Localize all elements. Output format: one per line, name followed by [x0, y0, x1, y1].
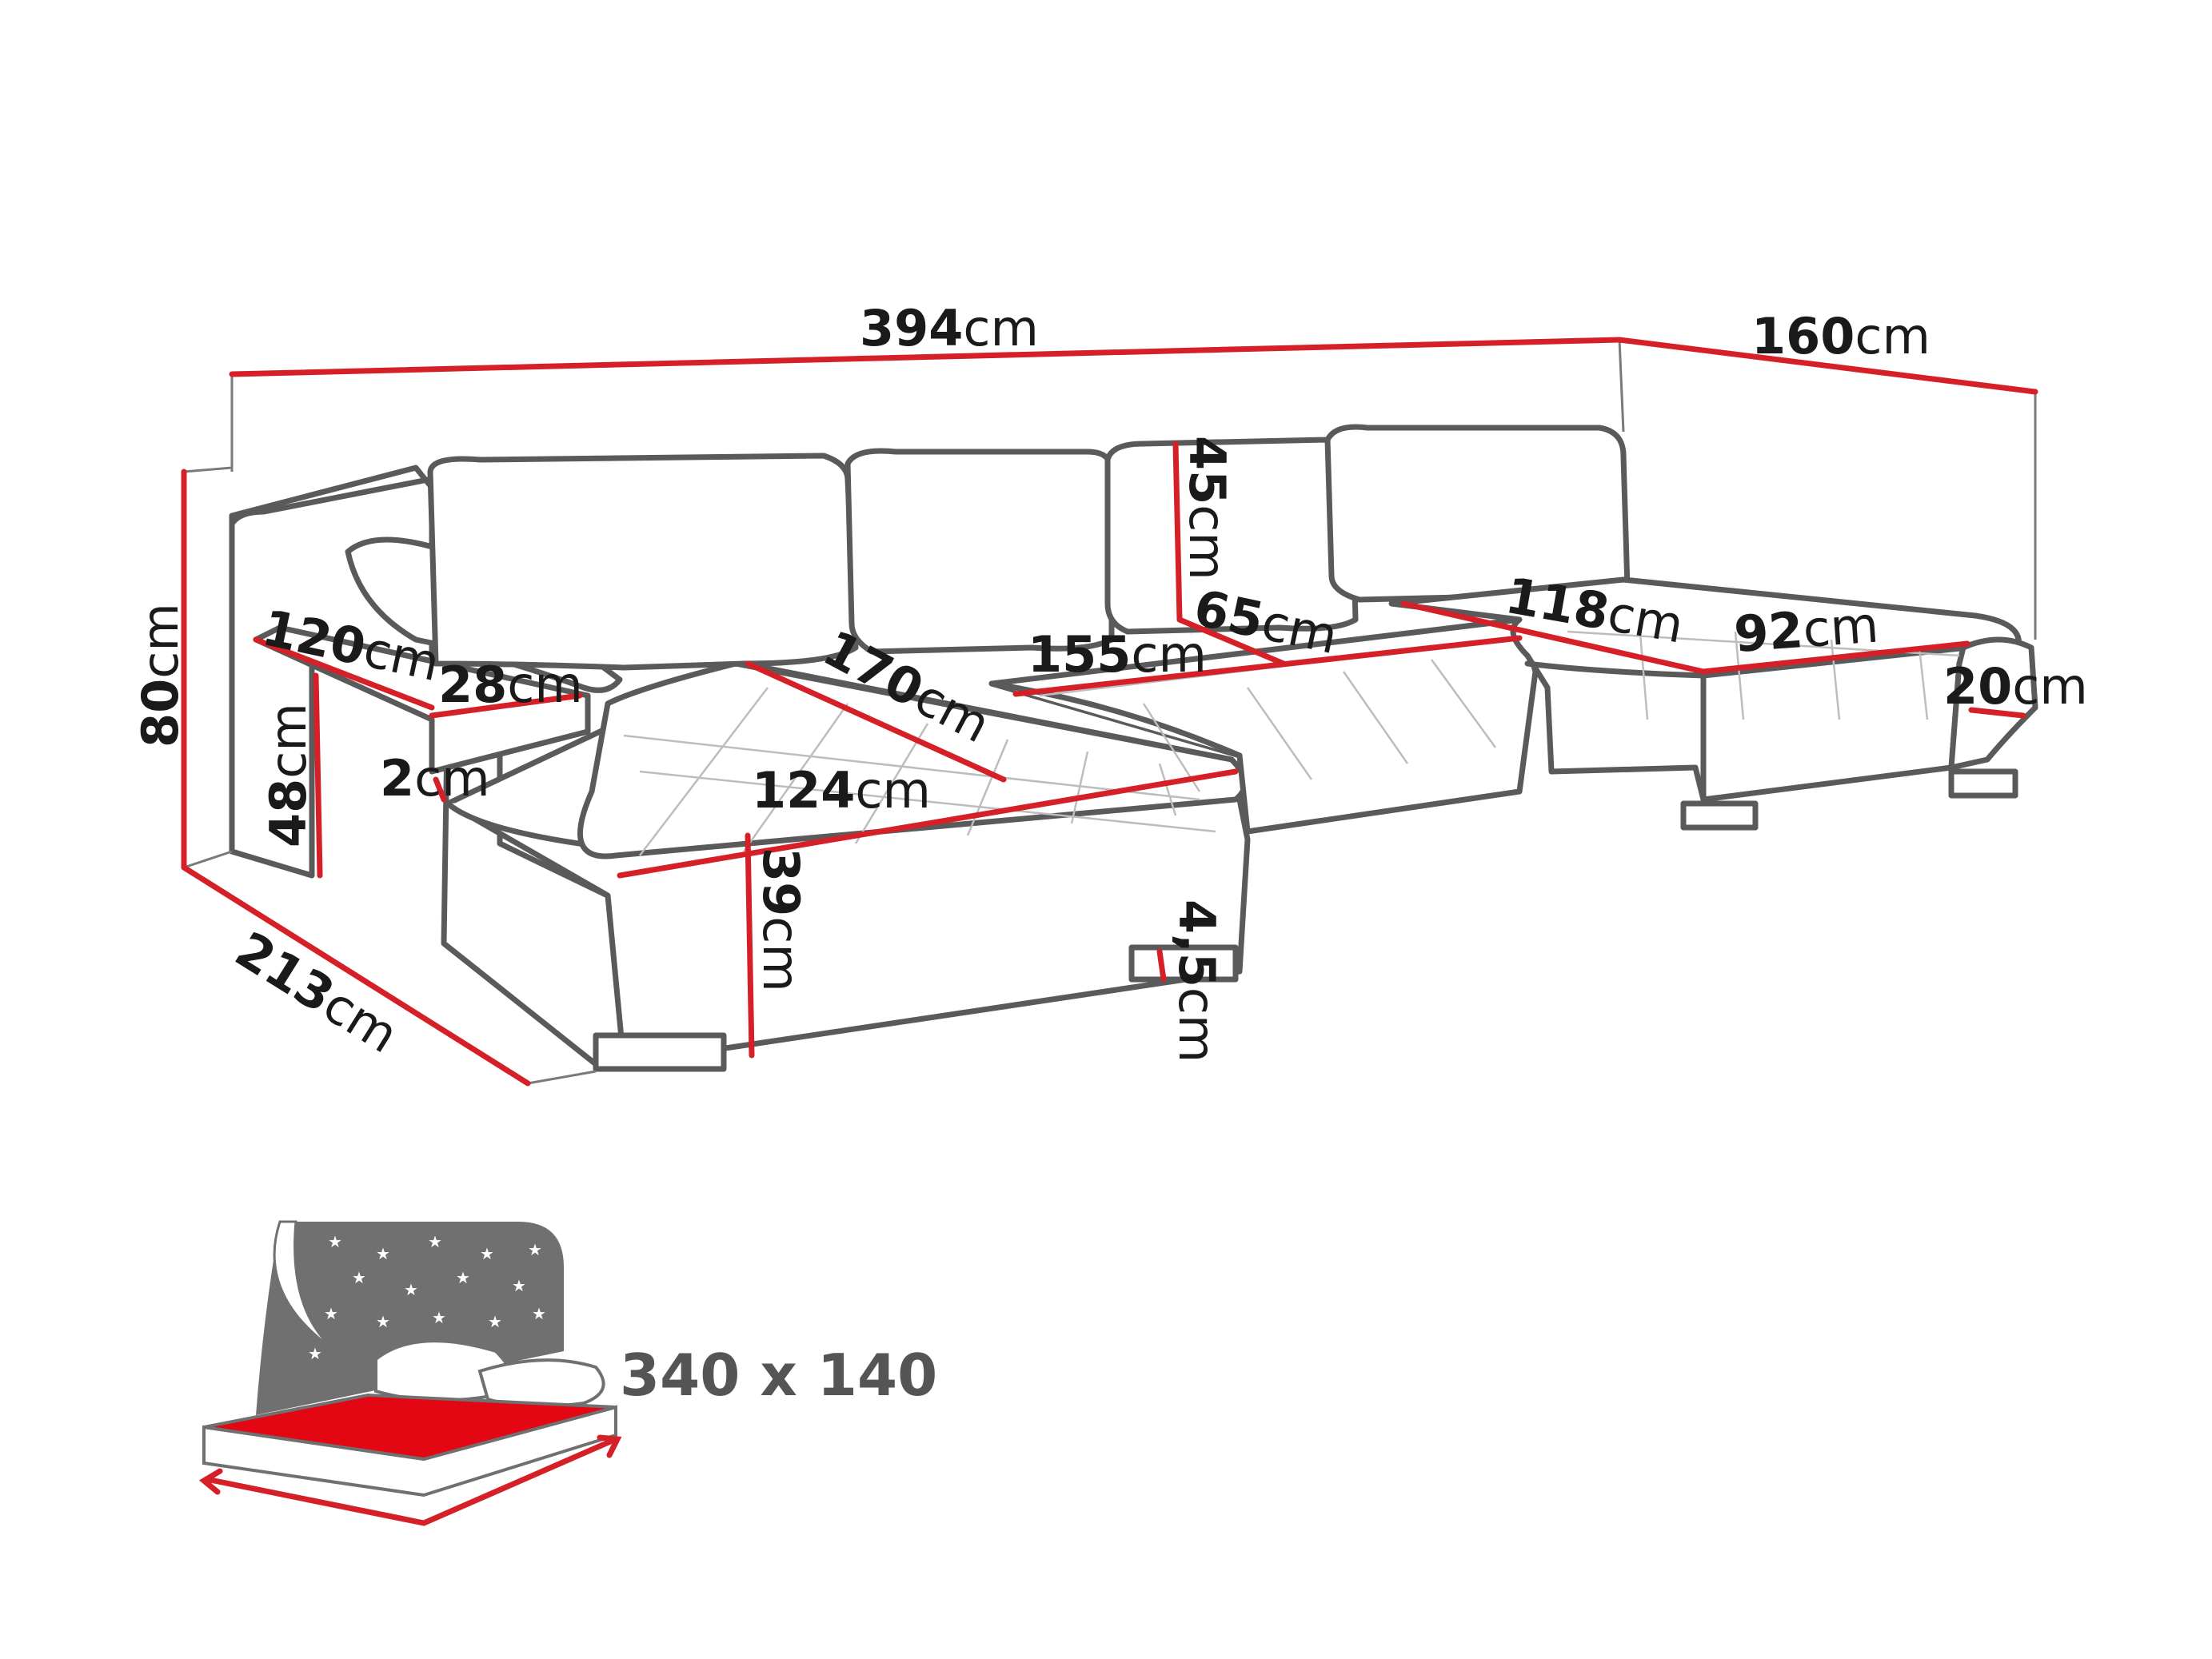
label-124: 124cm [752, 761, 931, 820]
dim-line-4-5 [1156, 948, 1167, 983]
mattress-top-icon [203, 1393, 617, 1462]
label-48: 48cm [259, 703, 317, 847]
dim-line-20 [1968, 707, 2026, 719]
dim-line-92 [1700, 640, 1970, 675]
bed-width-arrow [203, 1436, 619, 1526]
dim-line-155 [1012, 635, 1523, 697]
label-394: 394cm [860, 299, 1039, 357]
dim-line-28 [429, 692, 583, 719]
label-45: 45cm [1178, 436, 1236, 580]
label-2: 2cm [380, 749, 490, 808]
svg-text:★: ★ [328, 1232, 342, 1251]
label-39: 39cm [752, 847, 810, 992]
dim-line-2 [433, 776, 447, 803]
dim-line-118 [1400, 600, 1707, 675]
svg-text:★: ★ [376, 1244, 390, 1263]
bed-arrow-head-right [597, 1434, 622, 1458]
svg-text:★: ★ [528, 1240, 542, 1259]
dim-line-120 [253, 636, 435, 711]
svg-text:★: ★ [352, 1268, 366, 1287]
stars-icon: ★★★★ ★★★★ ★★★★ ★★★ [308, 1232, 546, 1363]
svg-text:★: ★ [480, 1244, 494, 1263]
bed-function-icon: ★★★★ ★★★★ ★★★★ ★★★ 340 x 140 [198, 1220, 937, 1526]
svg-text:★: ★ [428, 1232, 442, 1251]
dim-line-48 [313, 672, 323, 879]
moon-icon [273, 1220, 337, 1353]
svg-text:★: ★ [404, 1280, 418, 1299]
dim-line-65 [1176, 616, 1287, 667]
bed-size-label: 340 x 140 [620, 1342, 937, 1409]
svg-text:★: ★ [456, 1268, 470, 1287]
dim-line-170 [745, 660, 1007, 783]
svg-text:★: ★ [512, 1276, 526, 1295]
label-155: 155cm [1028, 625, 1207, 684]
svg-text:★: ★ [376, 1312, 390, 1331]
label-20: 20cm [1943, 657, 2088, 716]
svg-text:★: ★ [488, 1312, 502, 1331]
bed-arrow-head-left [198, 1468, 223, 1495]
dim-line-124 [617, 768, 1239, 879]
dim-line-213 [181, 864, 531, 1087]
svg-text:★: ★ [324, 1304, 338, 1323]
dim-line-160 [1616, 337, 2038, 395]
pillow-icon [477, 1358, 605, 1408]
dim-line-394 [229, 337, 1623, 377]
svg-text:★: ★ [532, 1304, 546, 1323]
dim-line-39 [745, 832, 755, 1059]
label-92: 92cm [1732, 596, 1880, 664]
dim-line-45 [1172, 441, 1183, 623]
dimension-lines [181, 337, 2038, 1087]
label-160: 160cm [1751, 307, 1931, 365]
svg-text:★: ★ [432, 1308, 446, 1327]
label-80: 80cm [131, 603, 190, 748]
label-4-5: 4,5cm [1168, 899, 1226, 1063]
label-28: 28cm [438, 656, 583, 714]
svg-text:★: ★ [308, 1344, 322, 1363]
guide-lines [183, 339, 2037, 1085]
sofa-drawing [229, 424, 2038, 1072]
